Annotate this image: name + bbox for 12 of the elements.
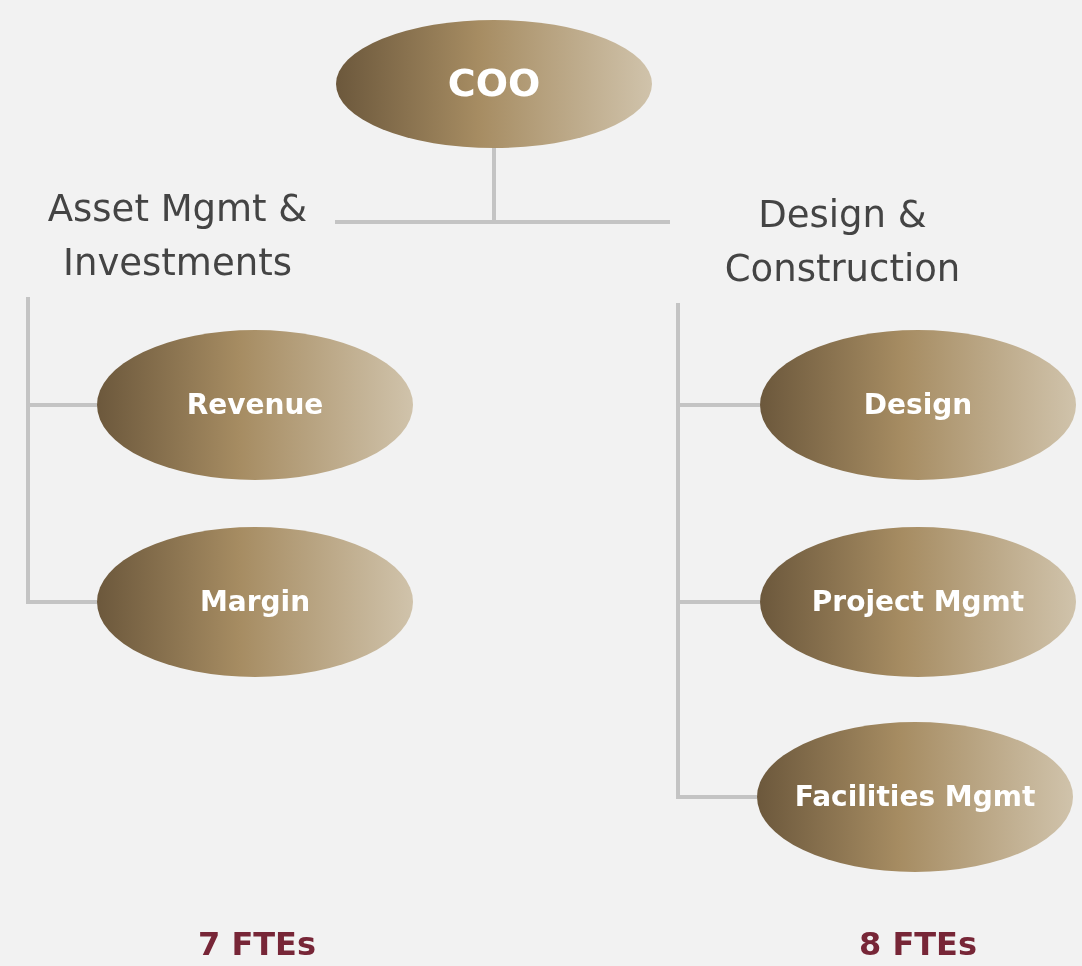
role-label: Facilities Mgmt [794, 780, 1036, 814]
connector-line [26, 297, 97, 604]
role-label: Revenue [186, 388, 324, 422]
role-label: Project Mgmt [811, 585, 1025, 619]
role-label: Margin [199, 585, 311, 619]
headcount-label: 8 FTEs [858, 925, 978, 963]
role-label: Design [863, 388, 973, 422]
group-heading: Design & Construction [723, 191, 962, 292]
connector-line [676, 303, 757, 799]
group-heading: Asset Mgmt & Investments [46, 186, 309, 286]
headcount-label: 7 FTEs [197, 925, 317, 963]
role-label: COO [447, 61, 541, 107]
